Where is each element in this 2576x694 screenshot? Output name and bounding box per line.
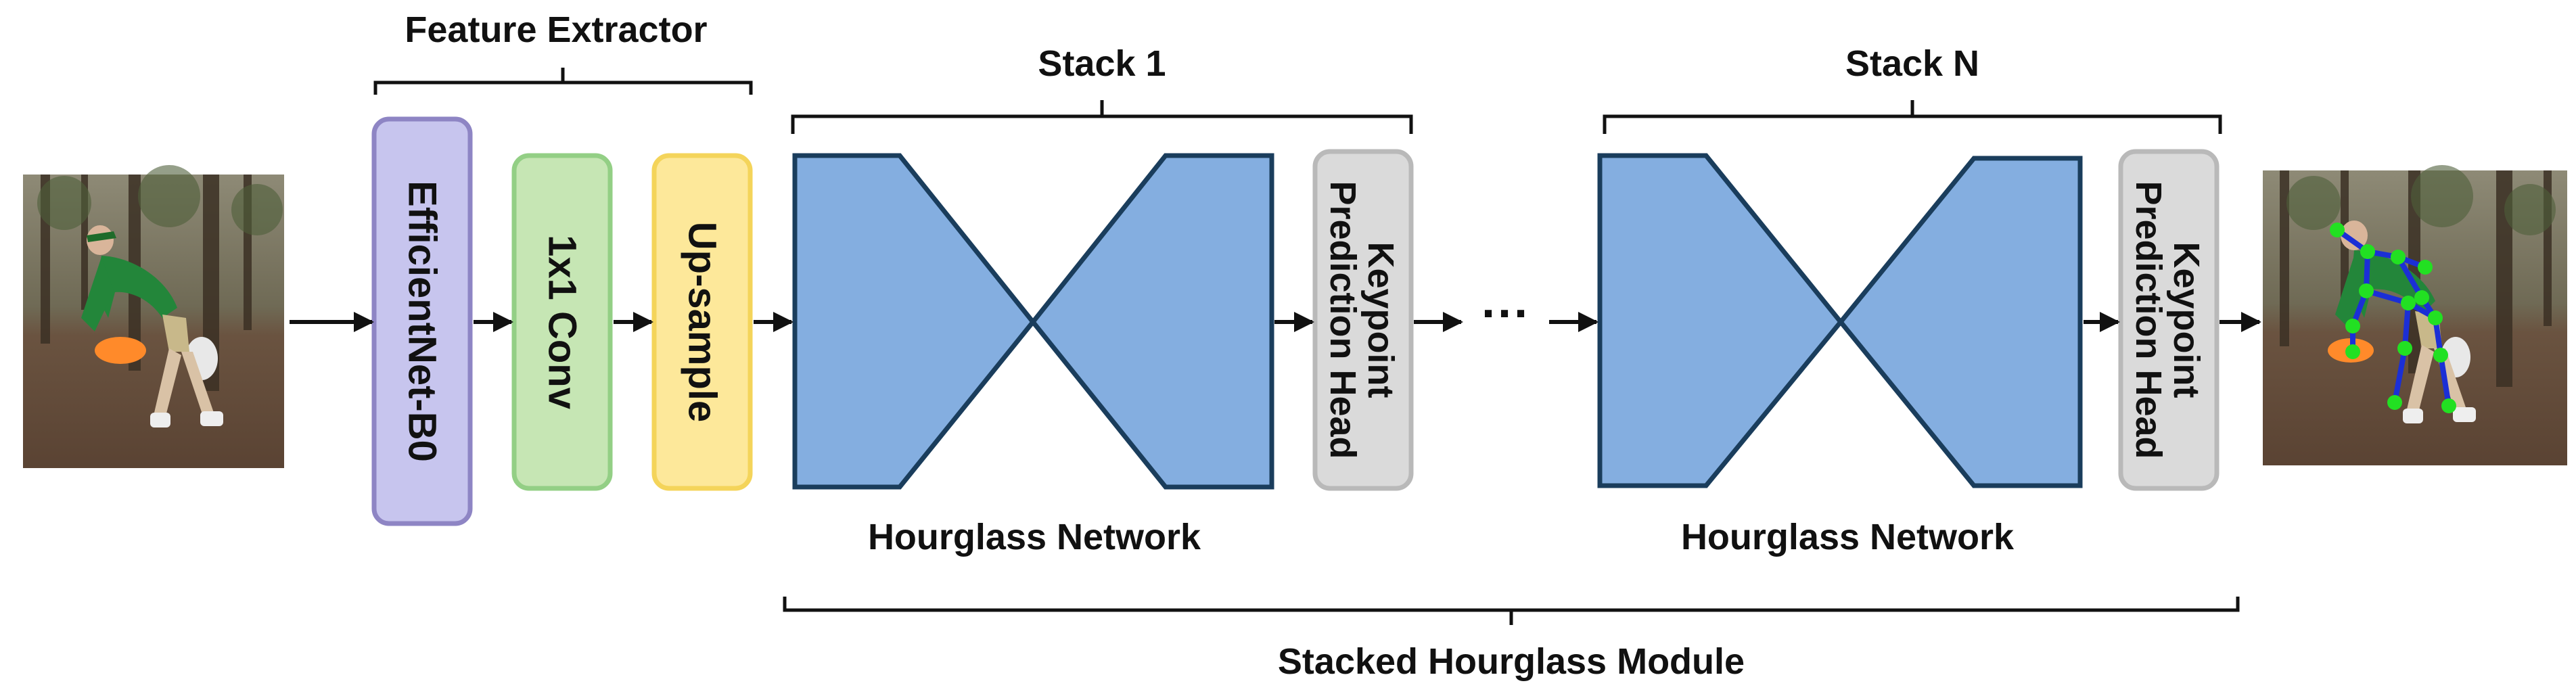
stack-ellipsis: ··· <box>1481 287 1530 341</box>
efficientnet-label: EfficientNet-B0 <box>400 181 444 462</box>
hourglass-n-label: Hourglass Network <box>1681 517 2015 557</box>
stack-1-brace <box>791 100 1413 134</box>
hourglass-network-n <box>1597 153 2083 488</box>
hourglass-network-1 <box>792 153 1274 490</box>
stack-n-brace <box>1603 100 2222 134</box>
hourglass-1-label: Hourglass Network <box>868 517 1201 557</box>
stack-1-label: Stack 1 <box>1038 43 1166 84</box>
conv-label: 1x1 Conv <box>540 235 584 409</box>
input-photo <box>23 165 284 468</box>
upsample-block: Up-sample <box>651 153 753 491</box>
keypoint-head-1: Keypoint Prediction Head <box>1312 149 1414 491</box>
stack-n-label: Stack N <box>1845 43 1979 84</box>
stacked-module-label: Stacked Hourglass Module <box>1278 641 1745 682</box>
stacked-module-brace <box>783 597 2240 625</box>
head-n-line-1: Keypoint <box>2166 241 2207 398</box>
upsample-label: Up-sample <box>681 222 724 423</box>
head-1-line-2: Prediction Head <box>1322 181 1363 459</box>
feature-extractor-label: Feature Extractor <box>405 9 707 50</box>
person-figure <box>81 225 223 427</box>
output-photo <box>2263 165 2567 465</box>
feature-extractor-brace <box>373 68 753 95</box>
keypoint-markers <box>2330 223 2456 413</box>
conv-block: 1x1 Conv <box>511 153 613 491</box>
keypoint-head-n: Keypoint Prediction Head <box>2118 149 2220 491</box>
head-1-line-1: Keypoint <box>1360 241 1401 398</box>
efficientnet-block: EfficientNet-B0 <box>371 116 473 526</box>
head-n-line-2: Prediction Head <box>2128 181 2169 459</box>
